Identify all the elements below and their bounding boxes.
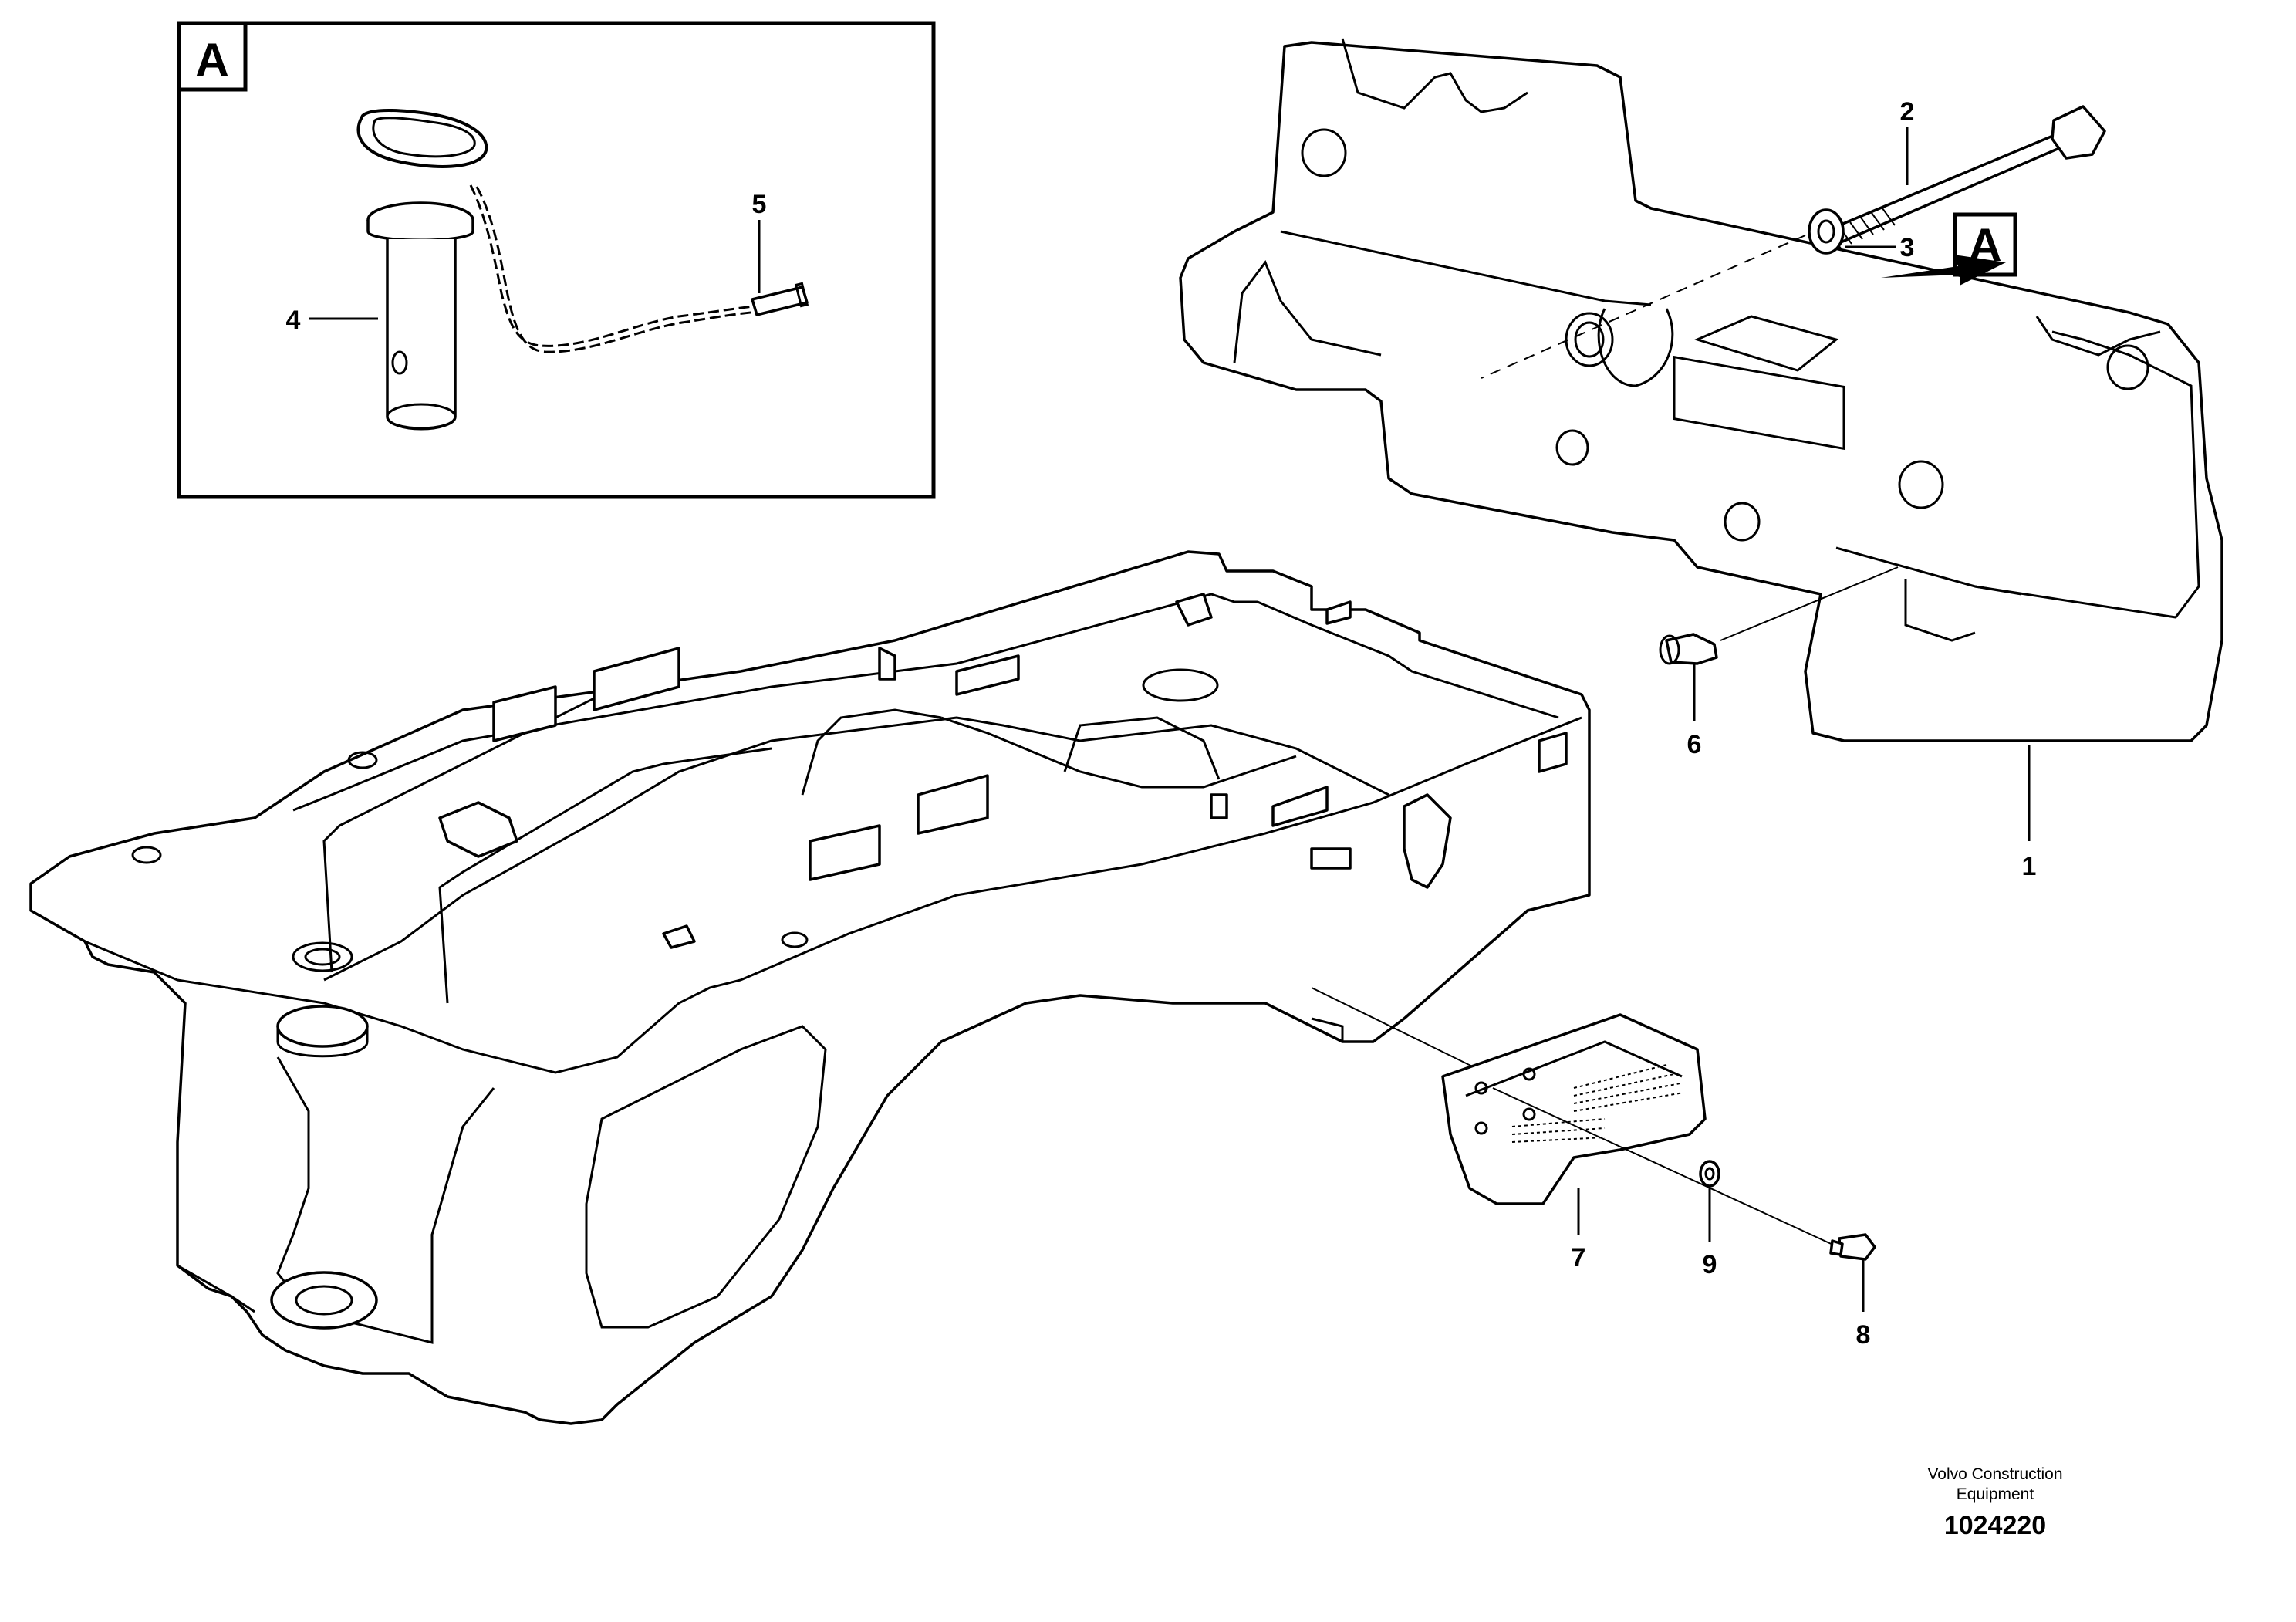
callout-a-letter: A [1968, 219, 2001, 271]
assembly-line-plug [1720, 566, 1899, 641]
part-label-2: 2 [1900, 97, 1915, 127]
credit-line-1: Volvo Construction [1927, 1465, 2063, 1483]
plug-icon [1659, 633, 1718, 665]
lock-pin-icon [356, 109, 488, 431]
part-label-7: 7 [1572, 1243, 1586, 1272]
drawing-number: 1024220 [1943, 1511, 2047, 1540]
chain-icon [469, 184, 809, 353]
detail-view-a: A 4 5 [177, 21, 936, 499]
callout-arrow [1881, 255, 2006, 286]
detail-frame [177, 21, 936, 499]
part-label-8: 8 [1856, 1320, 1871, 1350]
detail-letter-frame [177, 21, 248, 92]
counterweight [1179, 38, 2223, 742]
bolt-icon [1829, 1233, 1876, 1261]
part-label-1: 1 [2022, 852, 2037, 881]
part-label-4: 4 [286, 306, 301, 335]
washer-icon [1808, 208, 1845, 255]
detail-letter: A [195, 34, 228, 86]
washer-icon [1699, 1160, 1720, 1188]
part-label-9: 9 [1703, 1250, 1717, 1279]
assembly-line-step-bolt [1492, 1087, 1837, 1247]
step-assembly: 7 9 8 [1311, 987, 1876, 1350]
callout-a-frame [1953, 212, 2017, 277]
plug-assembly: 6 1 [1659, 566, 2037, 881]
part-label-6: 6 [1687, 730, 1702, 759]
credit-line-2: Equipment [1956, 1485, 2034, 1503]
bolt-washer-assembly: 2 3 A [1481, 97, 2106, 379]
bolt-icon [1813, 105, 2106, 249]
publisher-credit: Volvo Construction Equipment 1024220 [1841, 1465, 2149, 1540]
part-label-3: 3 [1900, 233, 1915, 262]
assembly-line-bolt [1481, 235, 1806, 379]
rear-frame [29, 550, 1591, 1425]
part-label-5: 5 [752, 190, 767, 219]
step-icon [1441, 1013, 1707, 1205]
assembly-line-step [1311, 987, 1494, 1077]
